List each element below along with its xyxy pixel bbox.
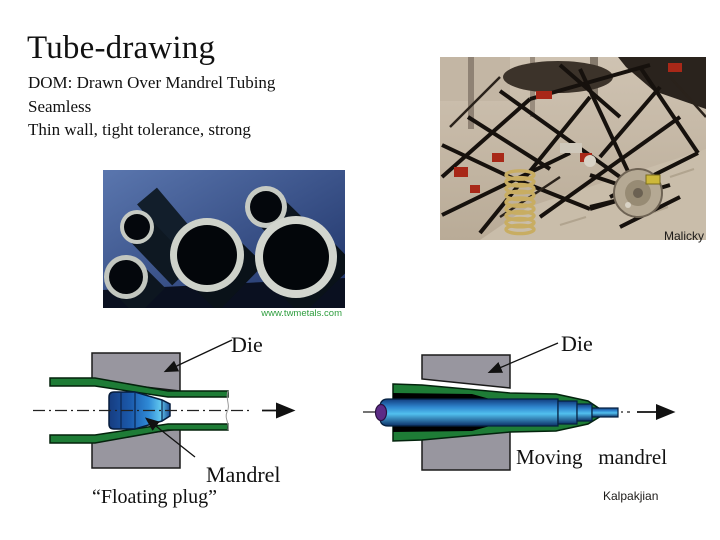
tubes-photo-caption: www.twmetals.com bbox=[261, 308, 342, 319]
kalpakjian-credit: Kalpakjian bbox=[603, 489, 659, 503]
tubes-photo bbox=[103, 170, 345, 308]
rod-exit-tip bbox=[591, 407, 619, 418]
wheel-hub bbox=[613, 168, 663, 218]
mandrel-leader-arrow bbox=[144, 417, 196, 458]
floating-plug-diagram bbox=[33, 339, 296, 469]
die-leader-arrow bbox=[487, 342, 559, 374]
chassis-photo bbox=[440, 57, 706, 240]
tube-hollow-bottom bbox=[393, 426, 490, 432]
floating-plug-caption: “Floating plug” bbox=[92, 486, 217, 508]
rod-step-2 bbox=[576, 403, 593, 422]
rod-step-1 bbox=[557, 400, 578, 425]
mandrel-label: Mandrel bbox=[206, 462, 281, 487]
page-title: Tube-drawing bbox=[27, 30, 216, 66]
chassis-photo-credit: Malicky bbox=[663, 229, 704, 243]
subtitle-block: DOM: Drawn Over Mandrel Tubing Seamless … bbox=[28, 71, 275, 142]
die-leader-arrow bbox=[163, 339, 233, 373]
die-block-top bbox=[421, 354, 511, 389]
die-label-left: Die bbox=[231, 332, 263, 357]
tube-wall-top bbox=[49, 377, 229, 398]
moving-mandrel-diagram bbox=[363, 342, 676, 471]
subtitle-line-seamless: Seamless bbox=[28, 96, 92, 116]
die-label-right: Die bbox=[561, 331, 593, 356]
subtitle-line-thinwall: Thin wall, tight tolerance, strong bbox=[28, 120, 251, 139]
silver-components bbox=[560, 143, 596, 167]
rod-end-cap bbox=[374, 403, 388, 422]
tube-rims bbox=[104, 186, 337, 299]
tube-hollow-top bbox=[393, 393, 490, 399]
subtitle-line-dom: DOM: Drawn Over Mandrel Tubing bbox=[28, 73, 276, 92]
tube-break-line bbox=[225, 390, 229, 431]
coil-spring bbox=[504, 169, 536, 236]
moving-mandrel-rod bbox=[379, 398, 559, 427]
moving-mandrel-label: Moving mandrel bbox=[516, 445, 668, 469]
